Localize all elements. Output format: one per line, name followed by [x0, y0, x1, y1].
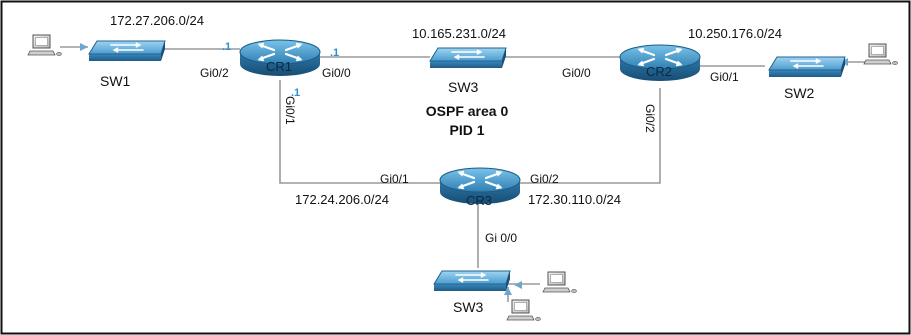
ip-tag: .1: [222, 41, 231, 53]
interface-label: Gi0/1: [380, 172, 409, 186]
switch-icon: [768, 56, 846, 78]
switch-label-sw3-top: SW3: [448, 79, 479, 95]
interface-label: Gi0/2: [530, 172, 559, 186]
interface-label: Gi0/2: [200, 66, 229, 80]
subnet-label: 172.30.110.0/24: [528, 192, 621, 207]
switch-label-sw3-bottom: SW3: [453, 299, 484, 315]
switch-icon: [88, 40, 166, 62]
arrow-icon: [514, 281, 522, 289]
interface-label: Gi0/0: [562, 66, 591, 80]
interface-label: Gi0/2: [643, 104, 657, 133]
switch-icon: [433, 270, 511, 292]
ospf-pid-label: PID 1: [449, 122, 484, 138]
subnet-label: 10.165.231.0/24: [412, 26, 506, 41]
switch-icon: [429, 47, 507, 69]
ospf-area-label: OSPF area 0: [426, 103, 509, 119]
link-cr1-cr3: [279, 80, 443, 184]
interface-label: Gi0/1: [283, 96, 297, 125]
interface-label: Gi0/0: [322, 66, 351, 80]
subnet-label: 172.27.206.0/24: [110, 13, 204, 28]
switch-label-sw2: SW2: [784, 85, 815, 101]
router-label-cr1: CR1: [266, 59, 292, 74]
switch-label-sw1: SW1: [100, 73, 131, 89]
router-label-cr3: CR3: [466, 193, 492, 208]
ip-tag: .1: [330, 47, 339, 59]
router-label-cr2: CR2: [646, 64, 672, 79]
arrow-icon: [504, 287, 512, 295]
link-cr2-cr3: [520, 88, 661, 184]
interface-label: Gi0/1: [710, 70, 739, 84]
subnet-label: 172.24.206.0/24: [295, 192, 389, 207]
arrow-icon: [80, 43, 88, 51]
interface-label: Gi 0/0: [485, 231, 517, 245]
ip-tag: .1: [291, 87, 300, 99]
subnet-label: 10.250.176.0/24: [688, 26, 782, 41]
